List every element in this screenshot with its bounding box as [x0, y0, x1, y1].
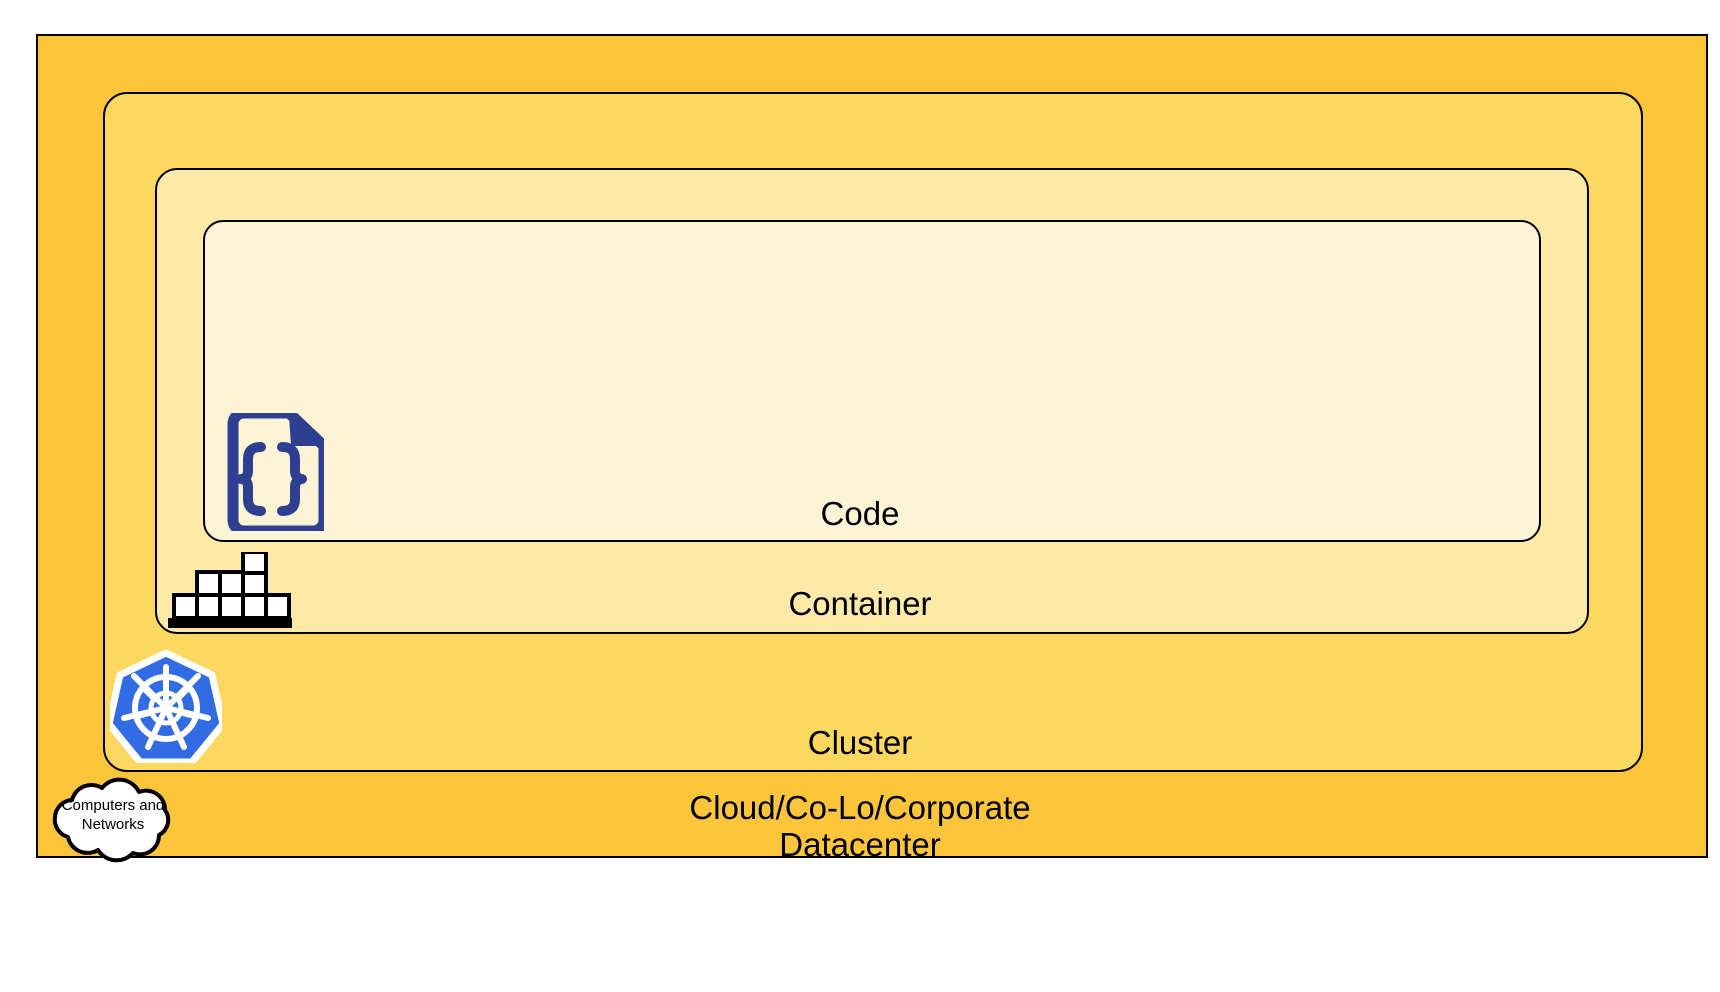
cloud-shape-icon: [52, 777, 171, 863]
layer-label-datacenter-line1: Cloud/Co-Lo/Corporate: [689, 789, 1031, 826]
layer-label-datacenter-line2: Datacenter: [779, 826, 941, 863]
json-document-icon: [219, 413, 324, 531]
cloud-callout[interactable]: Computers and Networks: [32, 774, 194, 868]
kubernetes-helm-icon: [110, 650, 222, 763]
layer-code[interactable]: [203, 220, 1541, 542]
layer-label-cluster: Cluster: [807, 724, 913, 761]
stacked-bricks-icon: [168, 552, 292, 628]
layer-label-code: Code: [820, 495, 900, 532]
layer-label-container: Container: [788, 585, 932, 622]
layer-label-datacenter: Cloud/Co-Lo/Corporate Datacenter: [0, 789, 1720, 863]
